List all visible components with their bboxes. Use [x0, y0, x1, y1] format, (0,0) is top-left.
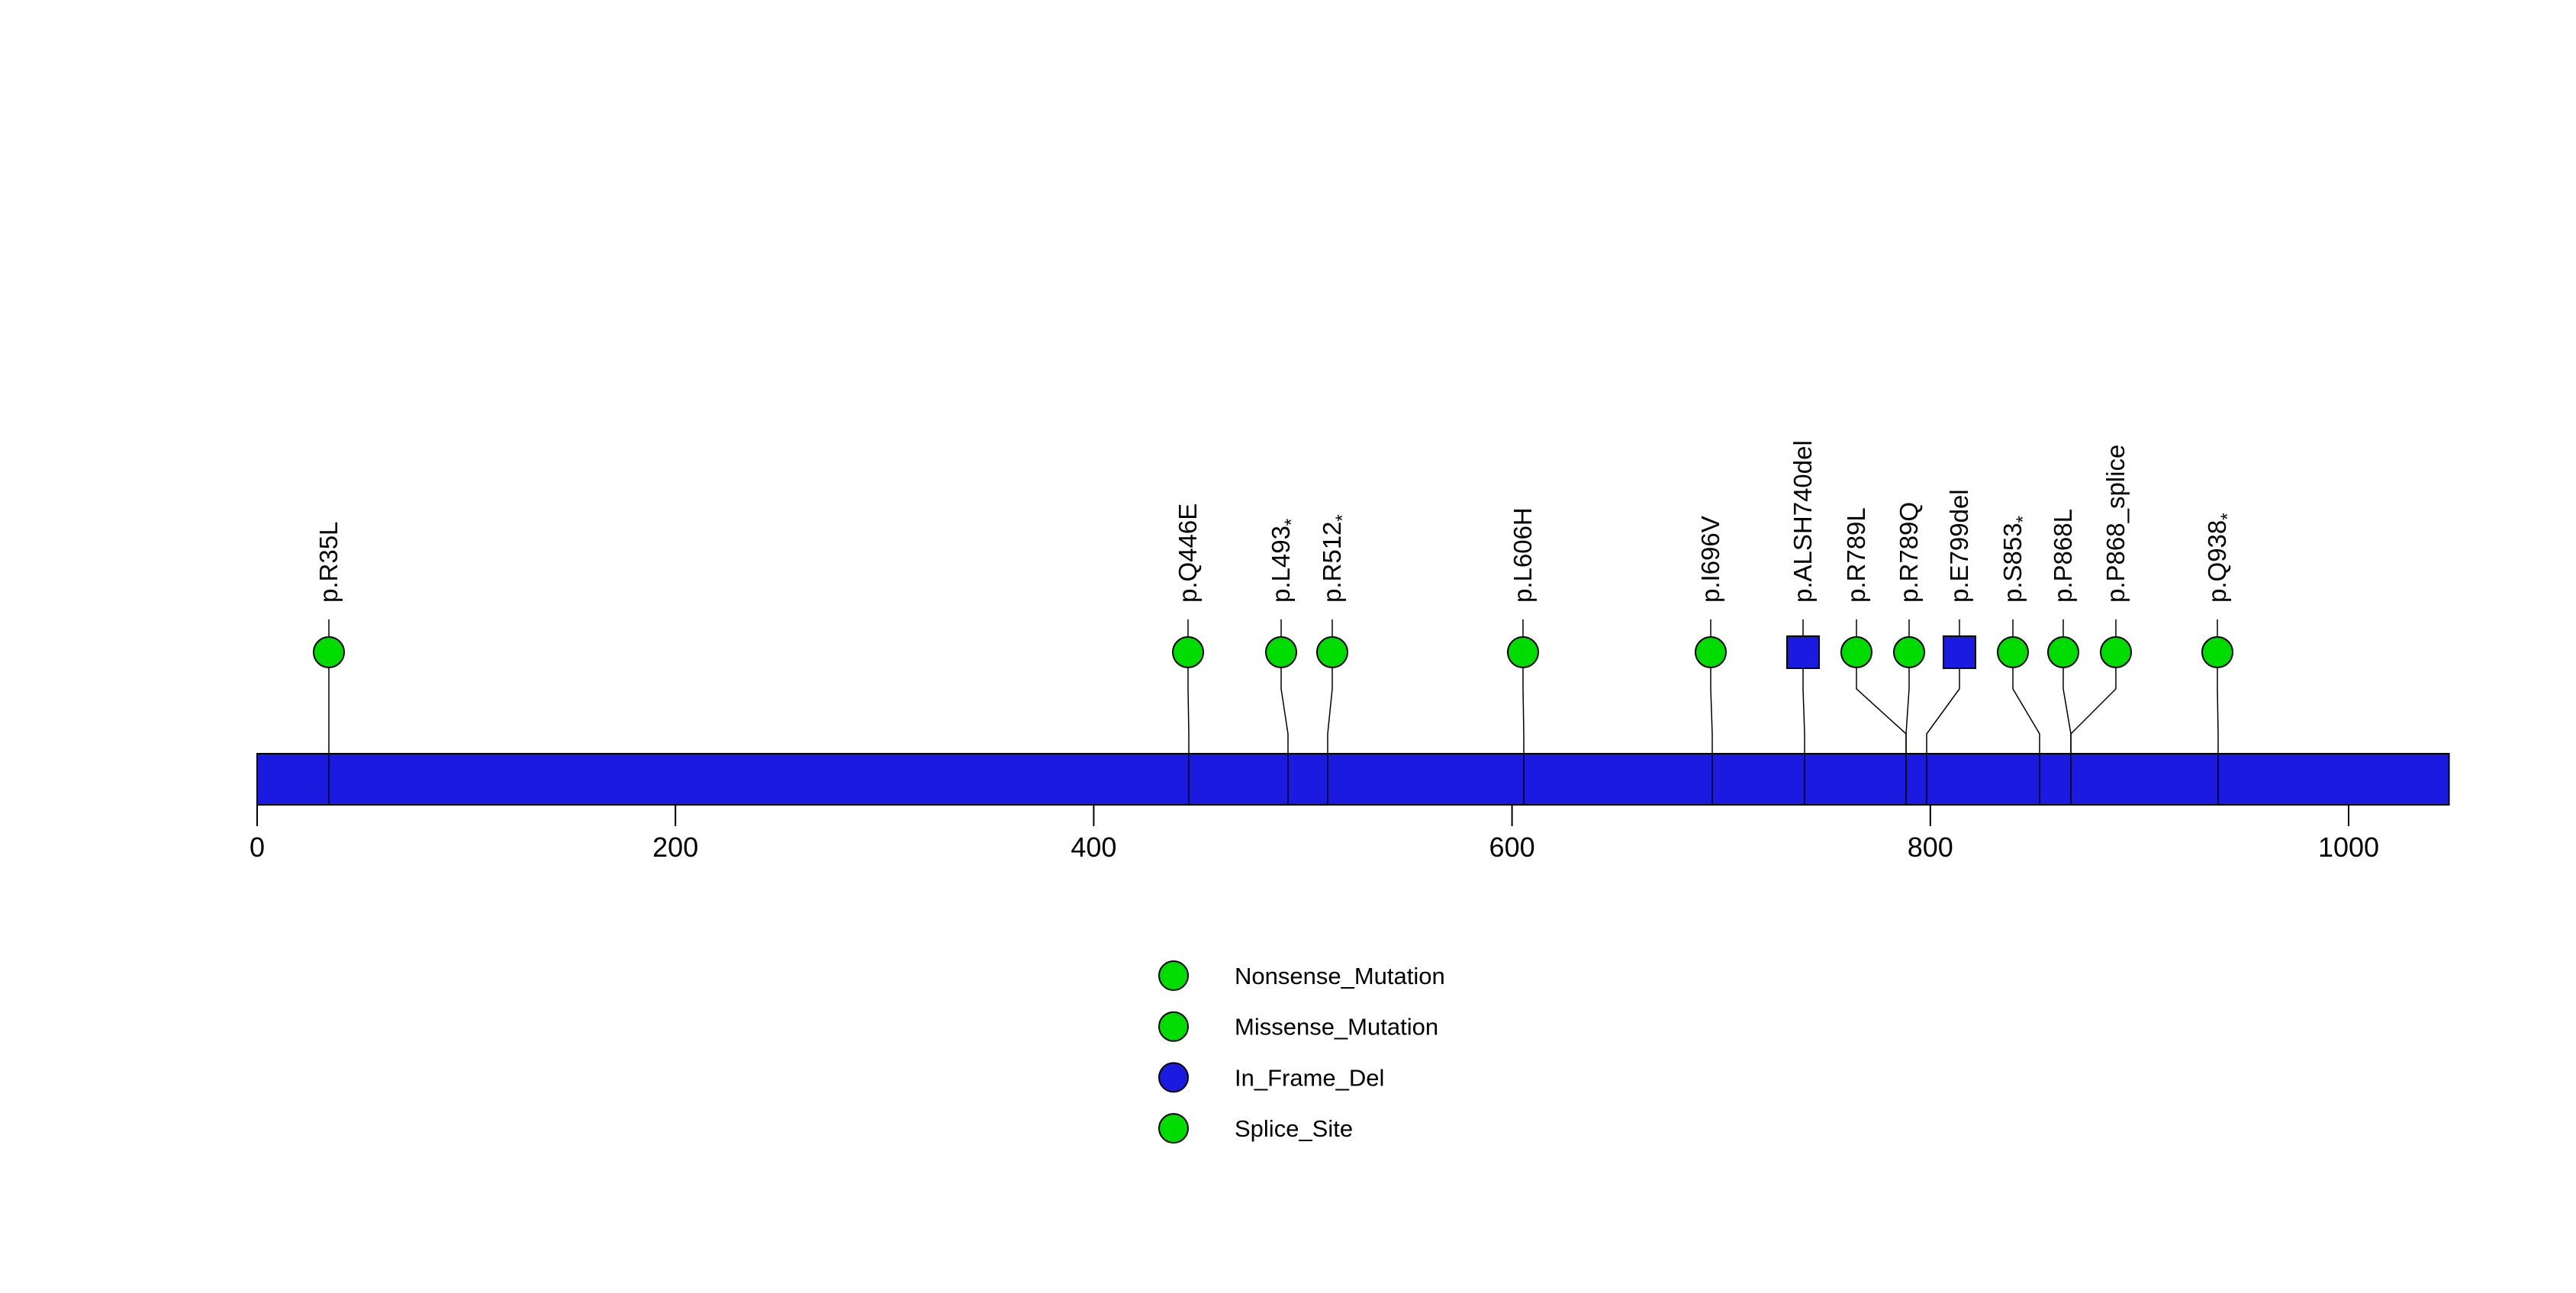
legend-marker: [1158, 960, 1189, 991]
mutation-label: p.Q446E: [1174, 503, 1202, 603]
mutation-marker-square: [1943, 635, 1976, 669]
mutation-marker-circle: [2047, 636, 2079, 668]
mutation-marker-circle: [1507, 636, 1539, 668]
legend-marker: [1158, 1062, 1189, 1093]
mutation-marker-circle: [1316, 636, 1348, 668]
axis-tick-label: 1000: [2318, 831, 2379, 863]
legend-marker: [1158, 1113, 1189, 1144]
axis-tick-label: 600: [1489, 831, 1535, 863]
nonsense-star: *: [1281, 519, 1302, 526]
axis-tick-label: 800: [1908, 831, 1953, 863]
legend-label: Splice_Site: [1235, 1115, 1353, 1142]
mutation-marker-circle: [1265, 636, 1297, 668]
mutation-label: p.P868L: [2049, 509, 2077, 603]
mutation-label: p.L606H: [1509, 507, 1537, 603]
nonsense-star: *: [1332, 514, 1353, 521]
mutation-marker-circle: [1172, 636, 1204, 668]
mutation-label: p.P868_splice: [2101, 445, 2130, 603]
mutation-marker-circle: [1840, 636, 1872, 668]
mutation-label: p.ALSH740del: [1789, 440, 1817, 603]
legend-marker: [1158, 1011, 1189, 1042]
mutation-label: p.R512*: [1318, 514, 1353, 603]
mutation-label: p.E799del: [1945, 489, 1973, 603]
mutation-marker-circle: [313, 636, 345, 668]
mutation-label: p.S853*: [1998, 516, 2033, 603]
mutation-label: p.I696V: [1696, 516, 1724, 603]
mutation-marker-square: [1786, 635, 1820, 669]
nonsense-star: *: [2217, 513, 2238, 519]
legend-label: Missense_Mutation: [1235, 1014, 1438, 1041]
axis-tick-label: 400: [1071, 831, 1116, 863]
mutation-marker-circle: [1997, 636, 2029, 668]
mutation-label: p.R35L: [314, 522, 343, 603]
legend-label: Nonsense_Mutation: [1235, 963, 1445, 989]
nonsense-star: *: [2013, 516, 2033, 523]
mutation-marker-circle: [2100, 636, 2132, 668]
mutation-label: p.Q938*: [2203, 513, 2238, 603]
mutation-marker-circle: [2201, 636, 2233, 668]
mutation-marker-circle: [1695, 636, 1727, 668]
mutation-label: p.L493*: [1267, 519, 1302, 603]
mutation-label: p.R789L: [1842, 507, 1870, 603]
axis-tick-label: 200: [652, 831, 698, 863]
axis-tick-label: 0: [250, 831, 265, 863]
mutation-label: p.R789Q: [1895, 502, 1923, 603]
mutation-marker-circle: [1893, 636, 1925, 668]
legend: Nonsense_MutationMissense_MutationIn_Fra…: [1158, 960, 1445, 1144]
protein-domain-bar: [256, 753, 2450, 806]
legend-label: In_Frame_Del: [1235, 1064, 1384, 1091]
